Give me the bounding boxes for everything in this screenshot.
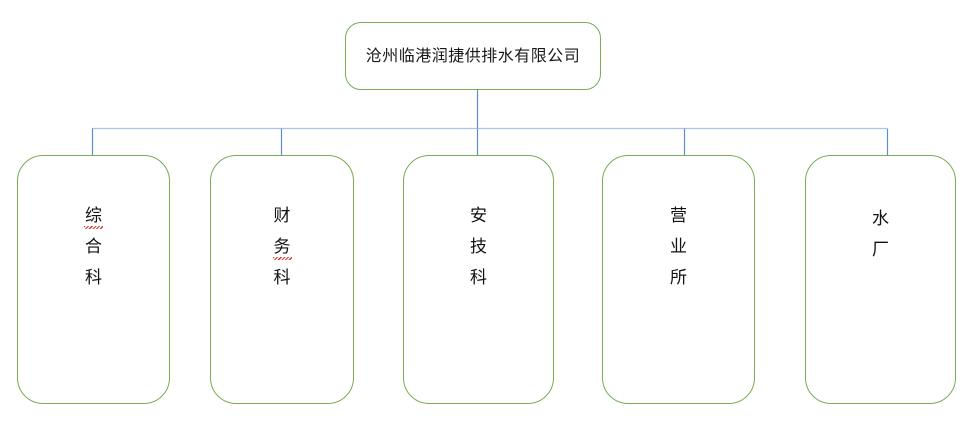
org-label-char: 安 <box>470 206 487 226</box>
org-node-zonghe-ke-label: 综 合 科 <box>18 208 169 288</box>
org-node-yingye-suo-label: 营 业 所 <box>603 208 754 288</box>
org-label-char: 厂 <box>872 240 889 260</box>
org-node-anji-ke[interactable]: 安 技 科 <box>403 155 554 404</box>
org-node-root-label: 沧州临港润捷供排水有限公司 <box>365 46 581 66</box>
org-label-char: 科 <box>85 268 102 288</box>
org-label-char: 技 <box>470 237 487 257</box>
org-node-root[interactable]: 沧州临港润捷供排水有限公司 <box>345 22 601 90</box>
org-label-char: 合 <box>85 237 102 257</box>
org-label-char: 业 <box>670 237 687 257</box>
org-label-char: 科 <box>273 268 291 288</box>
org-node-zonghe-ke[interactable]: 综 合 科 <box>17 155 170 404</box>
org-label-char: 务 <box>272 237 292 260</box>
org-label-char: 所 <box>670 268 687 288</box>
org-node-shui-chang[interactable]: 水 厂 <box>805 155 956 404</box>
org-node-caiwu-ke[interactable]: 财 务 科 <box>210 155 354 404</box>
org-node-shui-chang-label: 水 厂 <box>806 211 955 260</box>
org-label-char: 营 <box>670 206 687 226</box>
org-node-yingye-suo[interactable]: 营 业 所 <box>602 155 755 404</box>
org-label-char: 财 <box>273 206 291 226</box>
org-label-char: 综 <box>84 206 103 229</box>
org-node-anji-ke-label: 安 技 科 <box>404 208 553 288</box>
org-label-char: 水 <box>872 209 889 229</box>
org-node-caiwu-ke-label: 财 务 科 <box>211 208 353 288</box>
org-label-char: 科 <box>470 268 487 288</box>
